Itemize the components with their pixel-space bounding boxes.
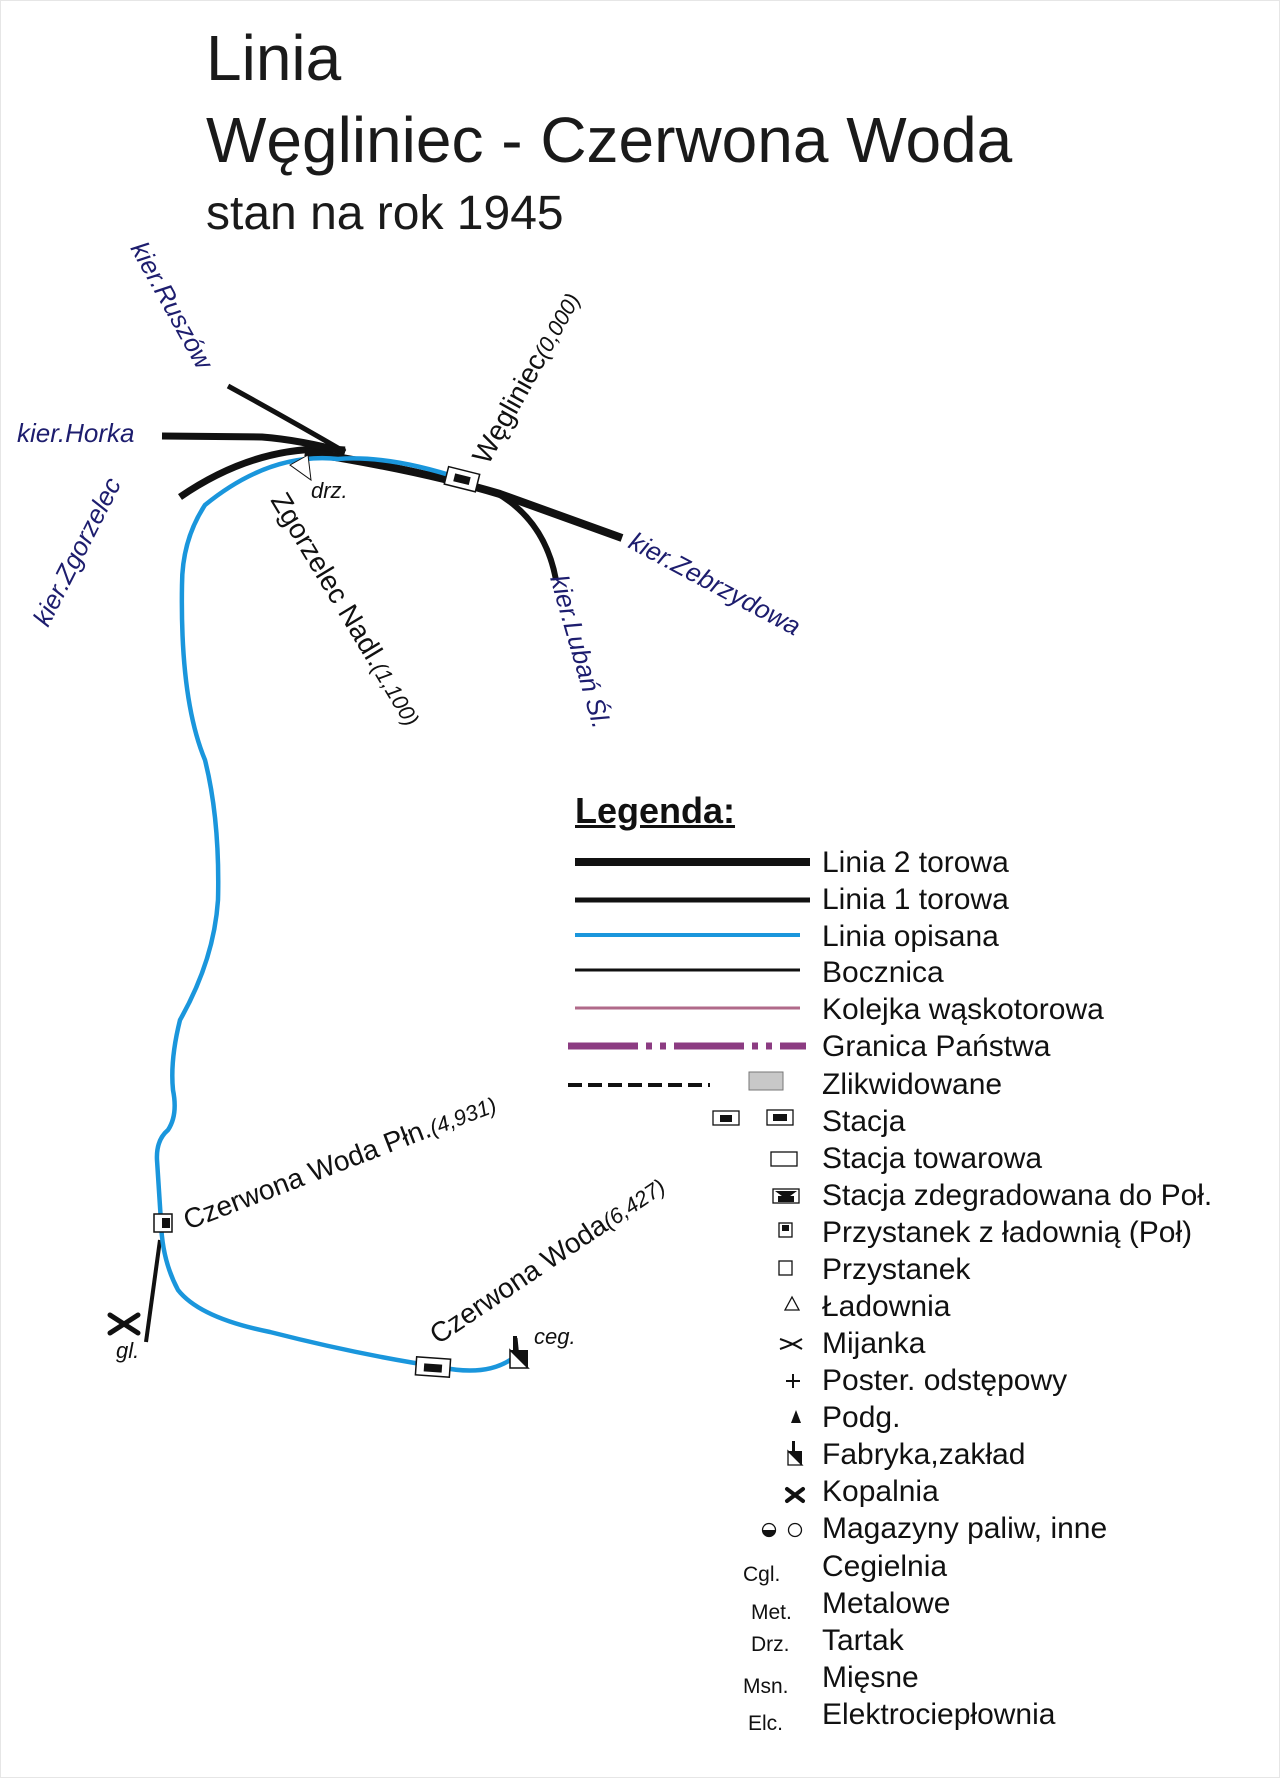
legend-abbr-cgl: Cgl. — [743, 1563, 781, 1586]
legend-label-single-track: Linia 1 torowa — [822, 883, 1009, 916]
annotation-ceg: ceg. — [534, 1324, 576, 1349]
direction-zgorzelec: kier.Zgorzelec — [27, 472, 127, 630]
track-to-ruszow — [226, 383, 347, 455]
legend-symbol-abandoned-area — [748, 1071, 784, 1091]
legend-symbol-passing-loop — [779, 1338, 803, 1350]
map-title-line3: stan na rok 1945 — [206, 187, 564, 240]
legend-label-abandoned: Zlikwidowane — [822, 1068, 1003, 1101]
legend-label-meat: Mięsne — [822, 1661, 919, 1694]
legend-symbol-fuel-depot — [761, 1522, 803, 1538]
legend-label-station: Stacja — [822, 1105, 906, 1138]
legend-label-double-track: Linia 2 torowa — [822, 846, 1009, 879]
legend-label-heat-plant: Elektrociepłownia — [822, 1698, 1056, 1731]
legend-symbol-degraded-station — [772, 1188, 800, 1204]
legend-label-loading-point: Ładownia — [822, 1290, 951, 1323]
factory-icon — [509, 1336, 530, 1369]
legend-label-sawmill: Tartak — [822, 1624, 904, 1657]
station-label-zgorzelec-nadl: Zgorzelec Nadl.(1,100) — [265, 487, 428, 731]
legend-label-narrow-gauge: Kolejka wąskotorowa — [822, 993, 1104, 1026]
direction-luban: kier.Lubań Śl. — [544, 571, 616, 731]
legend-title: Legenda: — [575, 790, 736, 831]
track-main-through-wegliniec — [304, 448, 624, 542]
legend-label-halt: Przystanek — [822, 1253, 971, 1286]
czerwona-woda-station-symbol — [414, 1356, 452, 1378]
legend-abbr-met: Met. — [751, 1601, 792, 1624]
legend-symbol-halt-with-loading — [778, 1222, 793, 1238]
direction-ruszow: kier.Ruszów — [125, 236, 220, 375]
loading-point-icon — [289, 454, 312, 482]
legend-label-metal: Metalowe — [822, 1587, 951, 1620]
legend-symbol-factory — [787, 1441, 804, 1466]
mine-icon — [107, 1312, 141, 1336]
annotation-drz: drz. — [311, 478, 348, 503]
station-label-czerwona-woda: Czerwona Woda(6,427) — [424, 1170, 670, 1350]
legend-label-halt-with-loading: Przystanek z ładownią (Poł) — [822, 1216, 1193, 1249]
legend-label-passing-loop: Mijanka — [822, 1327, 926, 1360]
legend-symbol-station — [712, 1109, 794, 1126]
legend-label-freight-station: Stacja towarowa — [822, 1142, 1043, 1175]
legend-label-mine: Kopalnia — [822, 1475, 939, 1508]
annotation-gl: gl. — [116, 1338, 139, 1363]
legend-symbol-block-post — [786, 1374, 800, 1388]
siding-to-mine — [144, 1239, 162, 1343]
wegliniec-station-symbol — [443, 465, 481, 493]
legend-label-block-post: Poster. odstępowy — [822, 1364, 1068, 1397]
station-label-wegliniec: Węgliniec(0,000) — [466, 287, 586, 469]
station-label-czerwona-woda-pln: Czerwona Woda Płn.(4,931) — [179, 1088, 500, 1236]
map-title-line2: Węgliniec - Czerwona Woda — [206, 104, 1013, 176]
legend-abbr-drz: Drz. — [751, 1633, 790, 1656]
legend-label-degraded-station: Stacja zdegradowana do Poł. — [822, 1179, 1213, 1212]
track-to-horka — [161, 432, 346, 456]
direction-zebrzydowa: kier.Zebrzydowa — [624, 526, 806, 642]
legend-label-siding: Bocznica — [822, 956, 944, 989]
map-title-line1: Linia — [206, 22, 342, 94]
described-line-route — [154, 456, 519, 1373]
legend-label-state-border: Granica Państwa — [822, 1030, 1051, 1063]
legend-symbol-mine — [785, 1487, 805, 1503]
legend-abbr-msn: Msn. — [743, 1675, 789, 1698]
legend-label-podg: Podg. — [822, 1401, 901, 1434]
legend-label-fuel-depots: Magazyny paliw, inne — [822, 1512, 1108, 1545]
legend-label-described-line: Linia opisana — [822, 920, 999, 953]
direction-horka: kier.Horka — [17, 418, 135, 448]
legend-label-brickworks: Cegielnia — [822, 1550, 948, 1583]
legend-symbol-loading-point — [783, 1295, 801, 1311]
legend-symbol-halt — [778, 1260, 793, 1276]
legend-symbol-podg — [791, 1410, 801, 1423]
legend-label-factory: Fabryka,zakład — [822, 1438, 1026, 1471]
track-to-luban — [493, 489, 559, 581]
legend-symbol-freight-station — [770, 1151, 798, 1167]
czerwona-woda-pln-halt-symbol — [153, 1213, 173, 1233]
legend-abbr-elc: Elc. — [748, 1712, 784, 1735]
